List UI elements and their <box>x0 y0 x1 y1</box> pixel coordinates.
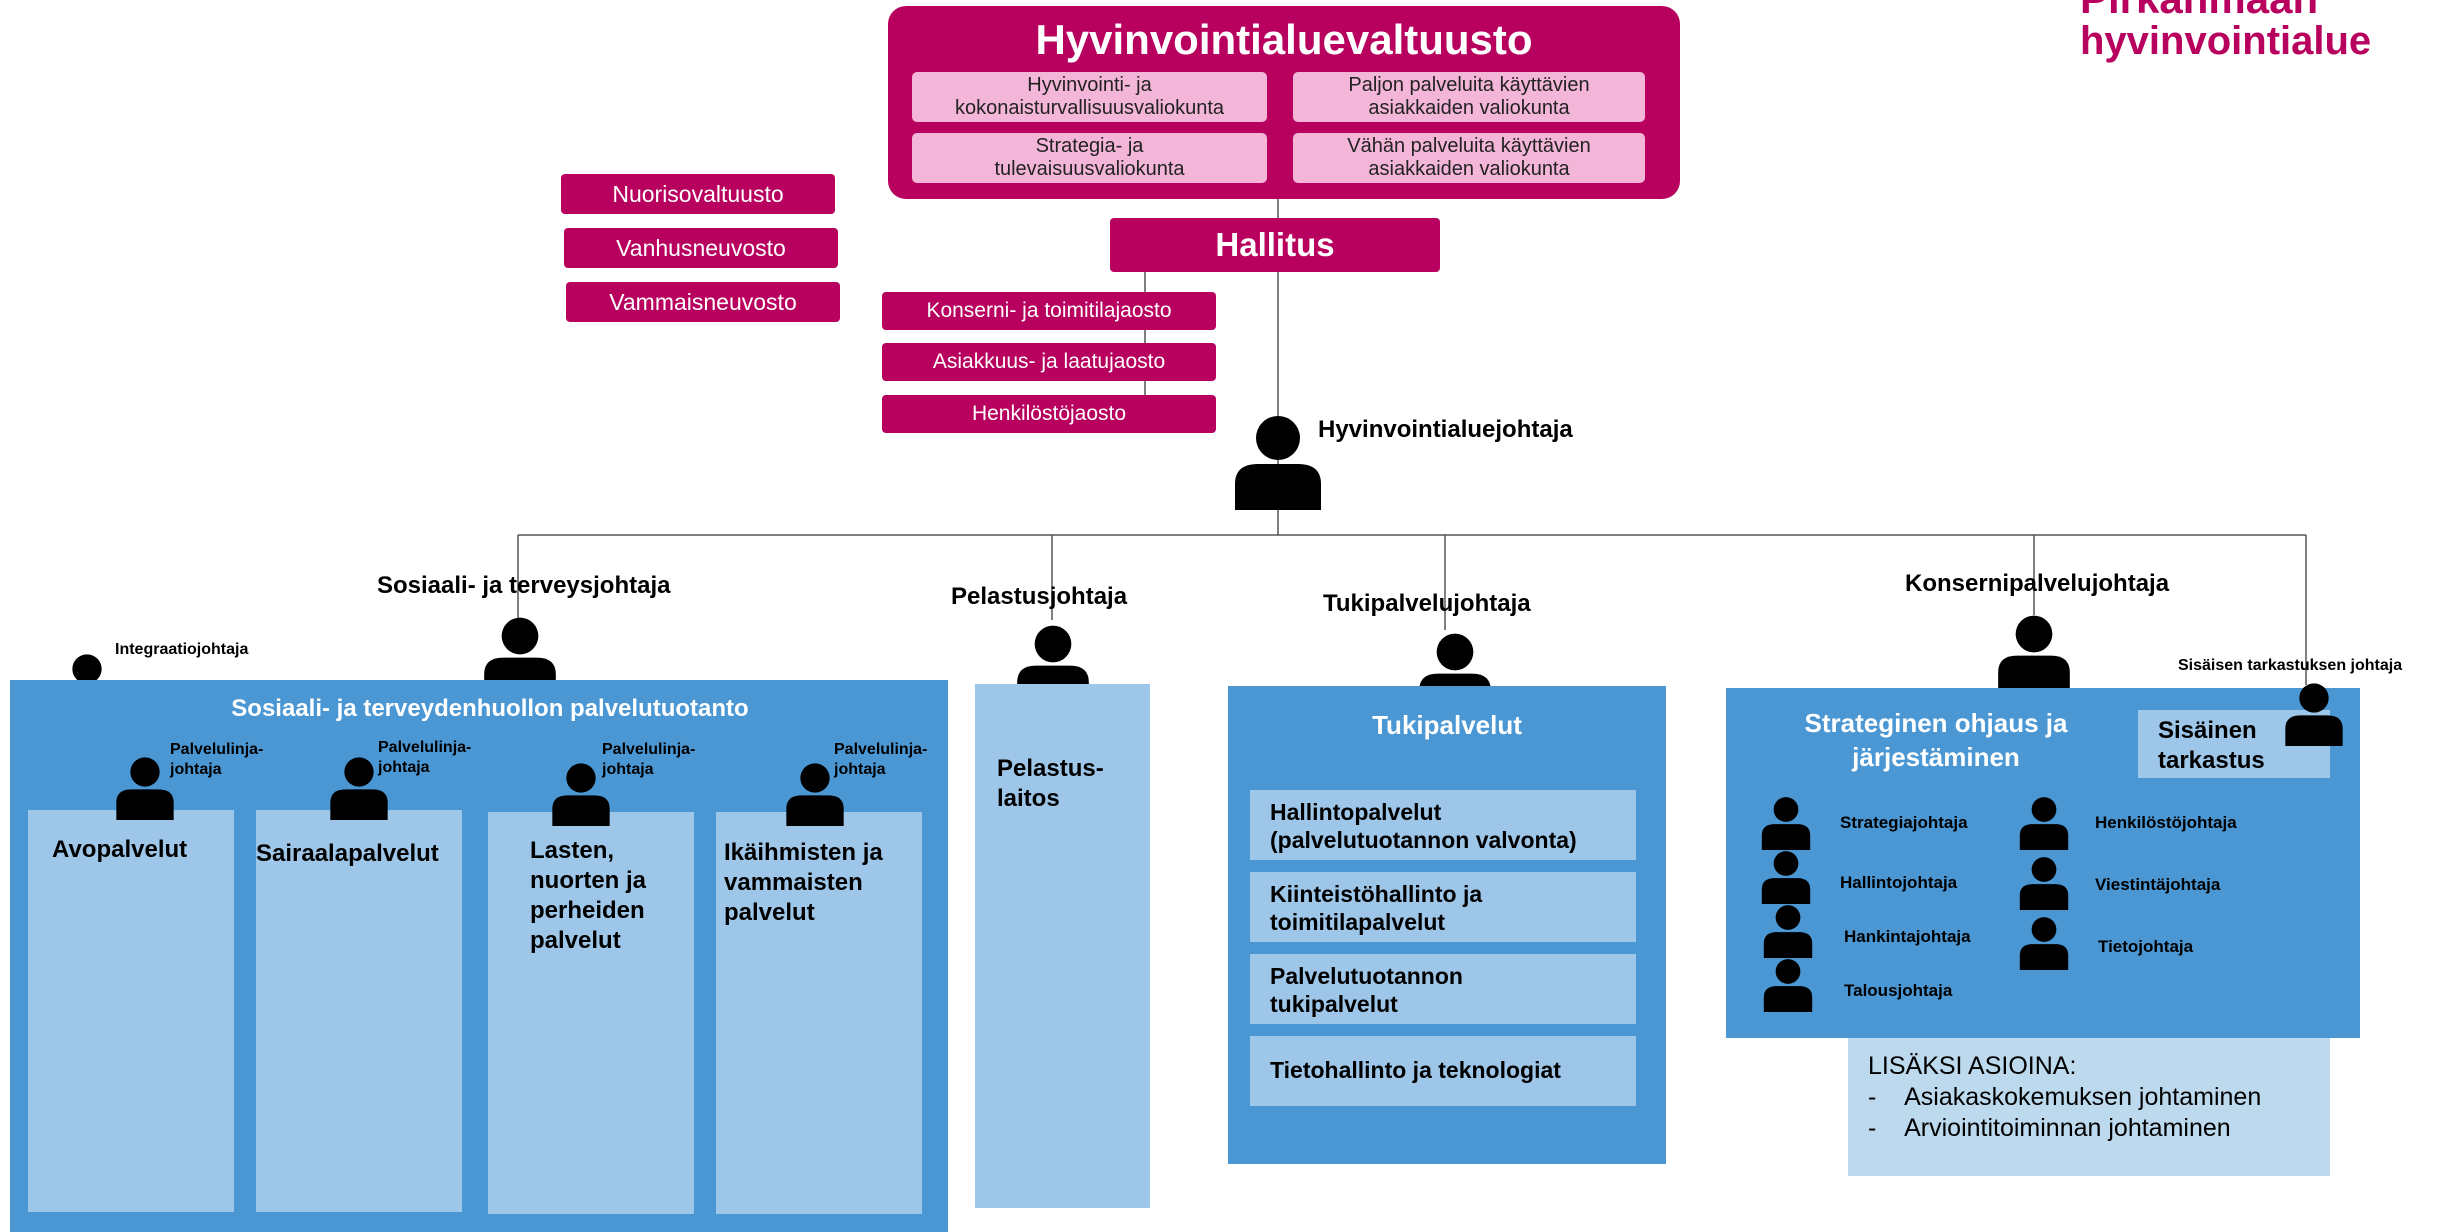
support-item-2: Kiinteistöhallinto ja toimitilapalvelut <box>1250 872 1636 942</box>
line-director-label-1: Palvelulinja- johtaja <box>170 741 264 778</box>
unit-ikaihmiset-label: Ikäihmisten ja vammaisten palvelut <box>724 839 883 926</box>
support-item-3: Palvelutuotannon tukipalvelut <box>1250 954 1636 1024</box>
support-director-label: Tukipalvelujohtaja <box>1323 590 1531 617</box>
committee-1: Hyvinvointi- ja kokonaisturvallisuusvali… <box>912 72 1267 122</box>
youth-council: Nuorisovaltuusto <box>561 174 835 214</box>
strategy-role-icon-6 <box>2018 856 2070 915</box>
strategy-role-label-6: Viestintäjohtaja <box>2095 875 2221 894</box>
strategy-role-label-4: Talousjohtaja <box>1844 981 1953 1000</box>
unit-sairaalapalvelut-label: Sairaalapalvelut <box>256 840 439 867</box>
group-director-label: Konsernipalvelujohtaja <box>1905 570 2170 597</box>
strategy-role-icon-7 <box>2018 916 2070 975</box>
ceo-person-icon <box>1233 414 1323 515</box>
extra-title: LISÄKSI ASIOINA: <box>1868 1052 2077 1080</box>
line-director-label-2: Palvelulinja- johtaja <box>378 739 472 776</box>
social-health-director-label: Sosiaali- ja terveysjohtaja <box>377 572 671 599</box>
unit-ikaihmiset: Ikäihmisten ja vammaisten palvelut <box>716 812 922 1214</box>
internal-audit-director-icon <box>2283 682 2345 751</box>
unit-sairaalapalvelut: Sairaalapalvelut <box>256 810 462 1212</box>
committee-4: Vähän palveluita käyttävien asiakkaiden … <box>1293 133 1645 183</box>
strategy-role-label-7: Tietojohtaja <box>2098 937 2194 956</box>
logo-line1: Pirkanmaan <box>2080 0 2380 20</box>
rescue-unit: Pelastus- laitos <box>975 684 1150 1208</box>
ceo-label: Hyvinvointialuejohtaja <box>1318 416 1573 443</box>
social-health-title: Sosiaali- ja terveydenhuollon palvelutuo… <box>231 695 749 722</box>
line-director-icon-2 <box>328 756 390 825</box>
board-section-1: Konserni- ja toimitilajaosto <box>882 292 1216 330</box>
group-director-icon <box>1996 614 2072 699</box>
board-section-3: Henkilöstöjaosto <box>882 395 1216 433</box>
extra-item-1: - Asiakaskokemuksen johtaminen <box>1868 1083 2262 1111</box>
strategy-role-icon-1 <box>1760 796 1812 855</box>
line-director-label-4: Palvelulinja- johtaja <box>834 741 928 778</box>
unit-avopalvelut: Avopalvelut <box>28 810 234 1212</box>
strategy-role-icon-4 <box>1762 958 1814 1017</box>
strategy-role-label-5: Henkilöstöjohtaja <box>2095 813 2237 832</box>
logo: Pirkanmaan hyvinvointialue <box>2080 0 2380 62</box>
strategy-role-icon-5 <box>2018 796 2070 855</box>
internal-audit-director-label: Sisäisen tarkastuksen johtaja <box>2178 657 2403 674</box>
line-director-label-3: Palvelulinja- johtaja <box>602 741 696 778</box>
council-title: Hyvinvointialuevaltuusto <box>1035 16 1533 63</box>
strategy-role-label-3: Hankintajohtaja <box>1844 927 1971 946</box>
strategy-role-icon-3 <box>1762 904 1814 963</box>
strategy-role-label-2: Hallintojohtaja <box>1840 873 1958 892</box>
line-director-icon-3 <box>550 762 612 831</box>
rescue-director-label: Pelastusjohtaja <box>951 583 1128 610</box>
board-box: Hallitus <box>1110 218 1440 272</box>
disability-council: Vammaisneuvosto <box>566 282 840 322</box>
rescue-unit-label: Pelastus- laitos <box>997 755 1104 812</box>
strategy-role-label-1: Strategiajohtaja <box>1840 813 1968 832</box>
unit-avopalvelut-label: Avopalvelut <box>52 836 188 863</box>
committee-3: Strategia- ja tulevaisuusvaliokunta <box>912 133 1267 183</box>
strategy-role-icon-2 <box>1760 850 1812 909</box>
line-director-icon-1 <box>114 756 176 825</box>
extra-item-2-text: Arviointitoiminnan johtaminen <box>1904 1114 2231 1142</box>
extra-item-2: - Arviointitoiminnan johtaminen <box>1868 1114 2231 1142</box>
line-director-icon-4 <box>784 762 846 831</box>
strategy-title: Strateginen ohjaus ja järjestäminen <box>1804 708 2068 772</box>
board-section-2: Asiakkuus- ja laatujaosto <box>882 343 1216 381</box>
unit-lapset-label: Lasten, nuorten ja perheiden palvelut <box>530 837 647 954</box>
logo-line2: hyvinvointialue <box>2080 19 2372 63</box>
extra-box: LISÄKSI ASIOINA: - Asiakaskokemuksen joh… <box>1848 1038 2330 1176</box>
elderly-council: Vanhusneuvosto <box>564 228 838 268</box>
support-item-1: Hallintopalvelut (palvelutuotannon valvo… <box>1250 790 1636 860</box>
committee-2: Paljon palveluita käyttävien asiakkaiden… <box>1293 72 1645 122</box>
unit-lapset: Lasten, nuorten ja perheiden palvelut <box>488 812 694 1214</box>
support-services-title: Tukipalvelut <box>1372 710 1522 740</box>
support-item-4: Tietohallinto ja teknologiat <box>1250 1036 1636 1106</box>
extra-item-1-text: Asiakaskokemuksen johtaminen <box>1904 1083 2262 1111</box>
integration-director-label: Integraatiojohtaja <box>115 641 249 658</box>
